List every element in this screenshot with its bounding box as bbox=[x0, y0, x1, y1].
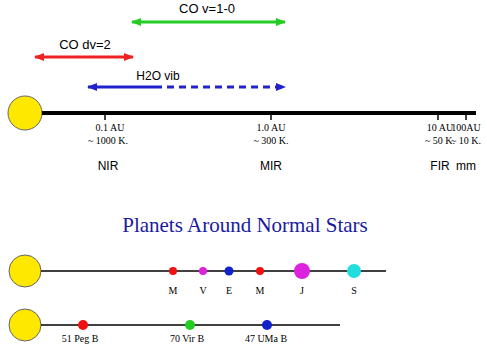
planet bbox=[262, 320, 272, 330]
label: 10 AU bbox=[427, 122, 453, 133]
label: M bbox=[256, 285, 265, 296]
orbit-line bbox=[41, 270, 386, 272]
planet bbox=[347, 264, 361, 278]
co-overtone-arrow bbox=[35, 56, 133, 59]
label: ~ 50 K. bbox=[425, 135, 455, 146]
label: 51 Peg B bbox=[62, 333, 99, 344]
planet bbox=[256, 267, 264, 275]
label: CO dv=2 bbox=[59, 38, 111, 52]
tick bbox=[104, 113, 106, 120]
label: E bbox=[226, 285, 232, 296]
h2o-band-arrow bbox=[88, 86, 155, 89]
label: 47 UMa B bbox=[245, 333, 287, 344]
label: mm bbox=[456, 160, 476, 173]
label: 0.1 AU bbox=[96, 122, 125, 133]
label: 70 Vir B bbox=[170, 333, 204, 344]
label: FIR bbox=[430, 160, 449, 173]
label: MIR bbox=[260, 160, 282, 173]
label: H2O vib bbox=[136, 70, 179, 83]
label: ~ 1000 K. bbox=[88, 135, 128, 146]
planet bbox=[294, 263, 310, 279]
label: S bbox=[351, 285, 357, 296]
star bbox=[8, 96, 42, 130]
sun bbox=[9, 255, 41, 287]
tick bbox=[465, 113, 467, 120]
label: M bbox=[169, 285, 178, 296]
distance-axis bbox=[42, 111, 476, 115]
label: ~ 300 K. bbox=[253, 135, 288, 146]
label: ~ 10 K. bbox=[451, 135, 481, 146]
planet bbox=[199, 267, 207, 275]
star bbox=[9, 309, 41, 341]
label: NIR bbox=[98, 160, 119, 173]
label: 1.0 AU bbox=[257, 122, 286, 133]
title: Planets Around Normal Stars bbox=[122, 214, 368, 237]
planet bbox=[225, 267, 234, 276]
planet bbox=[78, 320, 88, 330]
tick bbox=[270, 113, 272, 120]
planet bbox=[169, 267, 177, 275]
h2o-band-dashed bbox=[155, 86, 285, 89]
label: CO v=1-0 bbox=[179, 2, 235, 16]
tick bbox=[437, 113, 439, 120]
planet bbox=[185, 320, 195, 330]
label: J bbox=[300, 285, 304, 296]
co-band-arrow bbox=[132, 21, 285, 24]
label: 100AU bbox=[451, 122, 480, 133]
label: V bbox=[199, 285, 206, 296]
